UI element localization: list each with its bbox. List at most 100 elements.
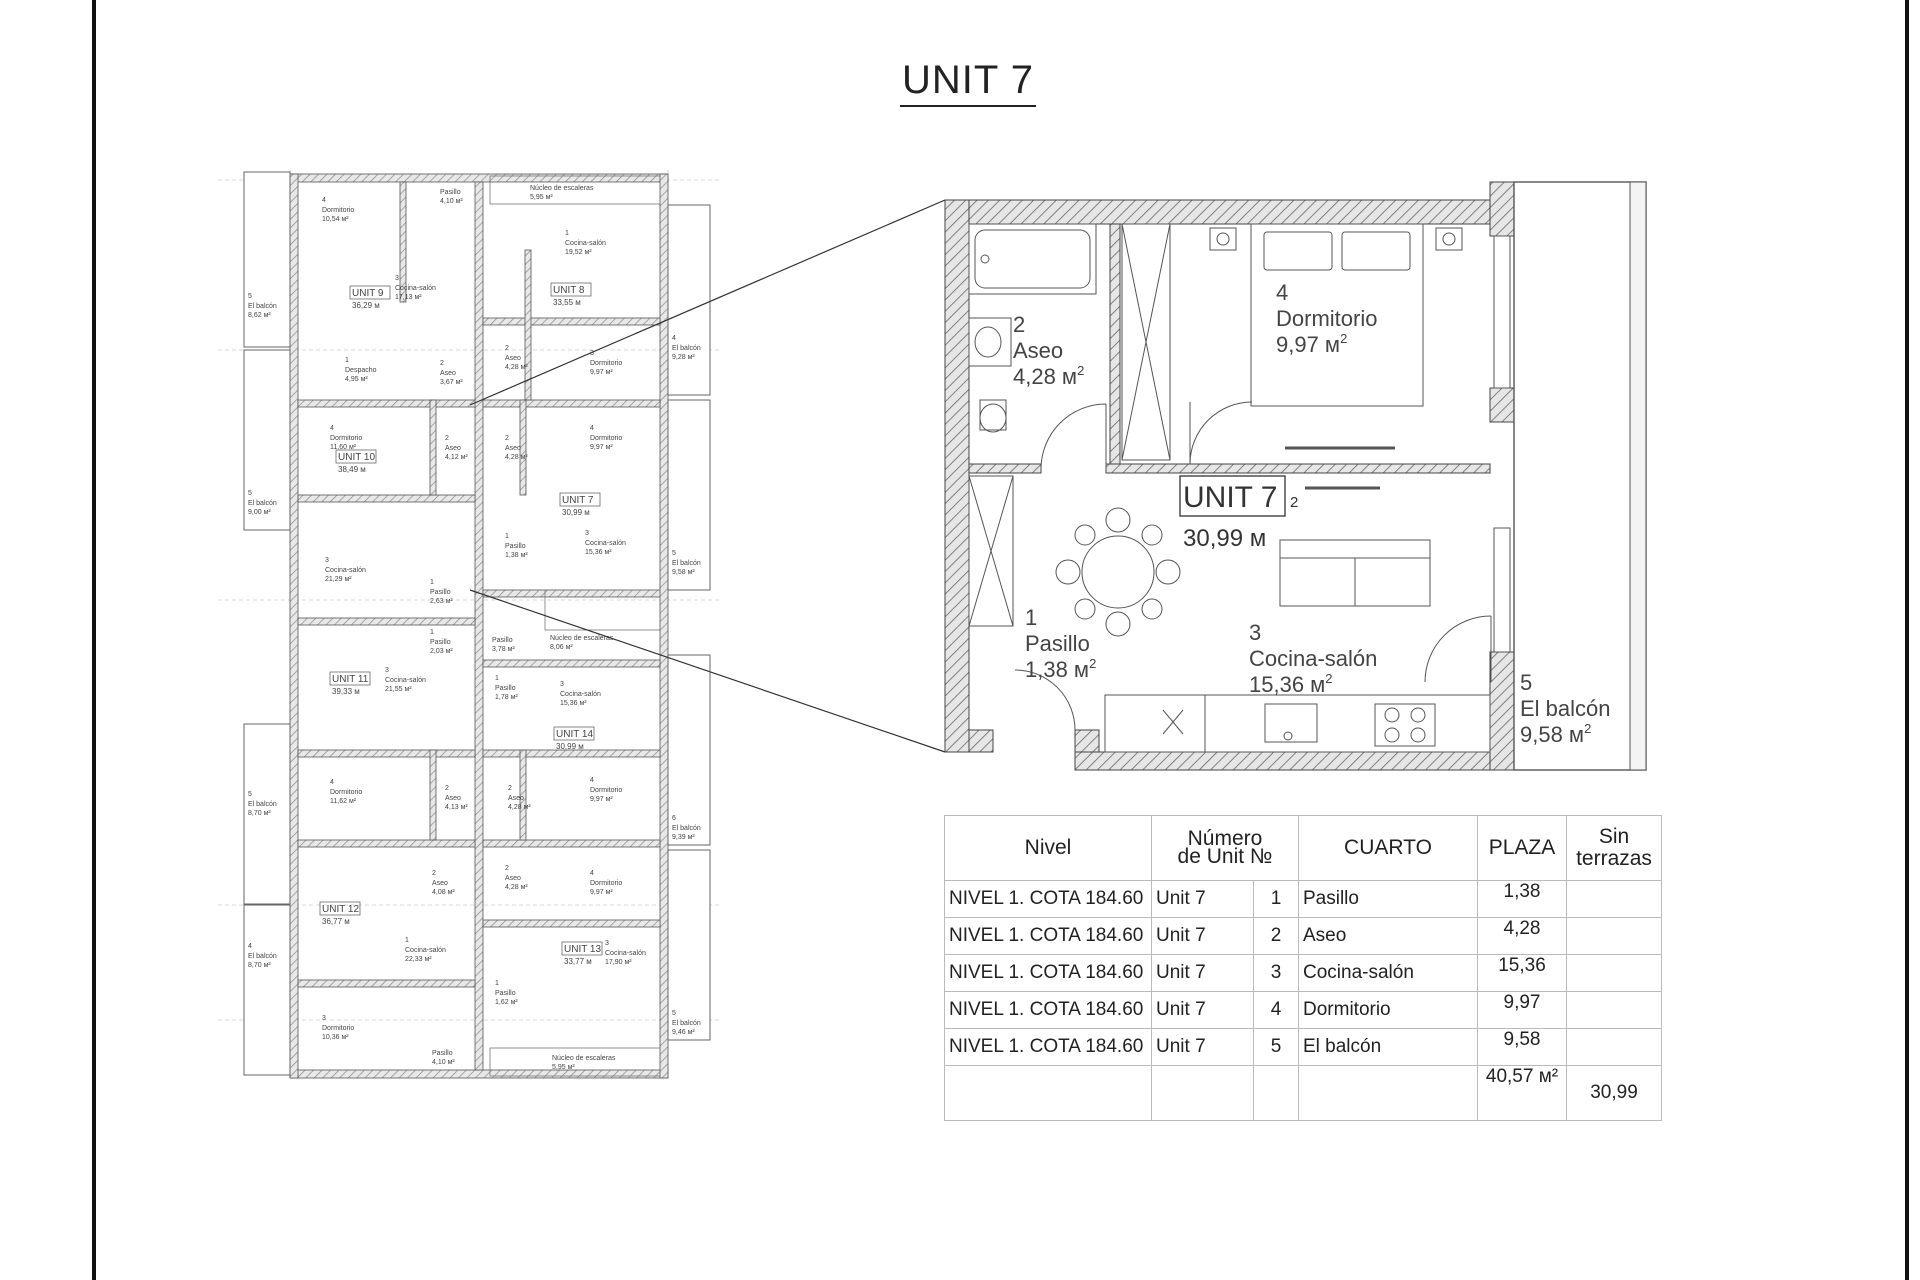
overview-room-name: Aseo — [445, 445, 461, 452]
detail-room-num: 2 — [1013, 312, 1025, 337]
overview-room-num: 2 — [445, 785, 449, 792]
overview-room-num: 3 — [585, 530, 589, 537]
header-numero-bottom: de Unit № — [1177, 845, 1273, 868]
overview-room-name: Dormitorio — [322, 207, 354, 214]
overview-room-area: 17,90 м² — [605, 959, 632, 966]
overview-room-name: El balcón — [672, 825, 701, 832]
overview-unit-box — [559, 492, 601, 507]
overview-room-num: 1 — [565, 230, 569, 237]
overview-room-area: 9,58 м² — [672, 569, 695, 576]
overview-room-name: Dormitorio — [590, 435, 622, 442]
overview-room-area: 22,33 м² — [405, 956, 432, 963]
table-cell-plaza: 9,58 — [1477, 1028, 1567, 1066]
overview-unit-name: UNIT 14 — [556, 729, 593, 740]
overview-room-num: 6 — [672, 815, 676, 822]
overview-room-name: Dormitorio — [590, 360, 622, 367]
overview-room-name: Aseo — [432, 880, 448, 887]
overview-room-area: 21,29 м² — [325, 576, 352, 583]
overview-room-name: Núcleo de escaleras — [552, 1055, 616, 1062]
table-cell-empty — [944, 1065, 1152, 1121]
overview-room-num: 5 — [672, 1010, 676, 1017]
overview-room-area: 4,12 м² — [445, 454, 468, 461]
overview-room-area: 8,62 м² — [248, 312, 271, 319]
table-cell-cuarto: Cocina-salón — [1298, 954, 1478, 992]
overview-unit-name: UNIT 12 — [322, 904, 359, 915]
overview-room-num: 4 — [672, 335, 676, 342]
overview-room-num: 3 — [395, 275, 399, 282]
table-cell-unit: Unit 7 — [1151, 1028, 1254, 1066]
overview-unit-area: 33,55 м — [553, 298, 581, 307]
detail-room-area-sup: 2 — [1584, 721, 1591, 736]
overview-unit-box — [349, 285, 391, 300]
overview-room-num: 5 — [672, 550, 676, 557]
detail-room-num: 5 — [1520, 670, 1532, 695]
header-numero: Número de Unit № — [1151, 815, 1299, 881]
overview-room-area: 8,06 м² — [550, 644, 573, 651]
table-cell-cuarto: El balcón — [1298, 1028, 1478, 1066]
overview-balconies — [243, 171, 711, 1076]
overview-room-num: 4 — [248, 943, 252, 950]
overview-room-area: 1,78 м² — [495, 694, 518, 701]
overview-stairs — [489, 175, 661, 1077]
overview-room-name: Núcleo de escaleras — [530, 185, 594, 192]
overview-room-name: El balcón — [672, 560, 701, 567]
table-total-sin-terrazas: 30,99 — [1566, 1065, 1662, 1121]
overview-room-num: 2 — [432, 870, 436, 877]
overview-room-num: 4 — [590, 777, 594, 784]
table-cell-nivel: NIVEL 1. COTA 184.60 — [944, 917, 1152, 955]
overview-room-num: 1 — [345, 357, 349, 364]
overview-room-area: 4,28 м² — [505, 884, 528, 891]
table-cell-plaza: 9,97 — [1477, 991, 1567, 1029]
overview-unit-name: UNIT 13 — [564, 944, 601, 955]
overview-room-name: Pasillo — [492, 637, 513, 644]
overview-room-num: 5 — [248, 490, 252, 497]
overview-room-num: 5 — [248, 791, 252, 798]
table-cell-cuarto: Pasillo — [1298, 880, 1478, 918]
detail-room-name: Dormitorio — [1276, 306, 1377, 331]
detail-unit-label: UNIT 7 2 30,99 м — [1179, 475, 1298, 552]
overview-room-num: 1 — [405, 937, 409, 944]
overview-room-name: El balcón — [248, 303, 277, 310]
table-cell-nivel: NIVEL 1. COTA 184.60 — [944, 1028, 1152, 1066]
overview-room-name: Cocina-salón — [585, 540, 626, 547]
overview-unit-area: 39,33 м — [332, 687, 360, 696]
table-total-plaza: 40,57 м² — [1477, 1065, 1567, 1121]
header-sin-terrazas: Sin terrazas — [1566, 815, 1662, 881]
detail-room-area: 15,36 м2 — [1249, 671, 1333, 697]
table-cell-cuarto: Dormitorio — [1298, 991, 1478, 1029]
detail-room-area: 9,58 м2 — [1520, 721, 1591, 747]
overview-unit-area: 36,29 м — [352, 301, 380, 310]
table-cell-unit: Unit 7 — [1151, 991, 1254, 1029]
overview-room-area: 19,52 м² — [565, 249, 592, 256]
table-cell-num: 5 — [1253, 1028, 1299, 1066]
detail-unit-sup: 2 — [1290, 494, 1298, 511]
overview-walls — [289, 173, 669, 1079]
overview-room-num: 1 — [495, 675, 499, 682]
table-cell-num: 2 — [1253, 917, 1299, 955]
overview-room-area: 9,97 м² — [590, 796, 613, 803]
detail-room-area: 4,28 м2 — [1013, 363, 1084, 389]
detail-room-name: Aseo — [1013, 338, 1063, 363]
table-cell-plaza: 1,38 — [1477, 880, 1567, 918]
overview-room-area: 17,13 м² — [395, 294, 422, 301]
table-cell-nivel: NIVEL 1. COTA 184.60 — [944, 954, 1152, 992]
table-cell-unit: Unit 7 — [1151, 917, 1254, 955]
overview-room-area: 9,39 м² — [672, 834, 695, 841]
overview-room-num: 4 — [322, 197, 326, 204]
overview-room-area: 3,67 м² — [440, 379, 463, 386]
detail-room-area: 1,38 м2 — [1025, 656, 1096, 682]
table-cell-num: 3 — [1253, 954, 1299, 992]
overview-unit-box — [553, 726, 595, 741]
zoom-lines — [469, 199, 946, 753]
overview-room-name: Aseo — [445, 795, 461, 802]
overview-room-num: 1 — [430, 579, 434, 586]
overview-room-name: El balcón — [248, 500, 277, 507]
overview-room-area: 11,60 м² — [330, 444, 357, 451]
overview-room-area: 4,13 м² — [445, 804, 468, 811]
area-table: Nivel Número de Unit № CUARTO PLAZA Sin … — [944, 815, 1662, 1121]
table-cell-num: 1 — [1253, 880, 1299, 918]
